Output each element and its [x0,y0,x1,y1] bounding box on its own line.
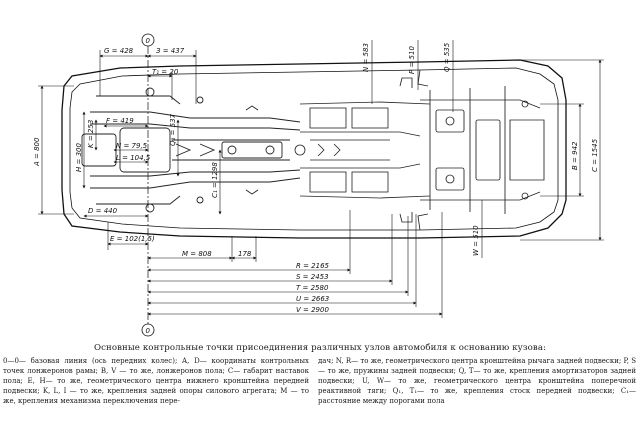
dim-c1: C₁ = 1298 [211,162,219,198]
dim-e: E = 102(1,5) [110,235,155,243]
dim-d: D = 440 [88,207,118,215]
front-frame-rails [81,87,301,213]
dim-u: U = 2663 [296,295,329,303]
base-axis-0-0: 0 0 [141,33,155,337]
rear-structure [399,69,545,231]
dim-m: M = 808 [182,250,212,258]
right-dimensions [481,59,604,258]
figure-caption: Основные контрольные точки присоединения… [93,343,547,353]
dim-n-vertical: N = 583 [362,43,370,72]
dim-p: P = 510 [408,46,416,74]
legend-right-column: дач; N, R— то же, геометрического центра… [318,357,637,405]
dim-q1: Q₁ = 537 [169,113,177,146]
dim-l: L = 104,5 [116,154,151,162]
dim-c: C = 1545 [591,138,599,172]
floor-tunnel [294,101,431,199]
dim-b: B = 942 [571,141,579,170]
axis-label-bottom: 0 [146,327,151,335]
dim-g: G = 428 [104,47,134,55]
dim-178: 178 [238,250,252,258]
dim-r: R = 2165 [296,262,330,270]
dim-v: V = 2900 [296,306,329,314]
legend-left-column: 0—0— базовая линия (ось передних колес);… [3,357,309,405]
axis-label-top: 0 [146,37,151,45]
dim-w: W = 510 [472,225,480,256]
dim-n: N = 79,5 [116,142,148,150]
dim-z: З = 437 [156,47,185,55]
dim-a: A = 800 [33,137,41,167]
dim-q: Q = 535 [443,42,451,72]
car-body-underside-drawing: 0 0 G = 428 З = 437 T₁ = 20 N = 583 P = … [33,33,604,337]
left-dimensions [38,85,222,250]
dim-h: H = 300 [75,143,83,172]
dim-t: T = 2580 [296,284,329,292]
bottom-dimensions [147,210,443,318]
dim-t1: T₁ = 20 [152,68,179,76]
dim-k: K = 253 [87,120,95,148]
dim-f: F = 419 [106,117,134,125]
top-dimensions [99,40,454,112]
dim-s: S = 2453 [296,273,329,281]
